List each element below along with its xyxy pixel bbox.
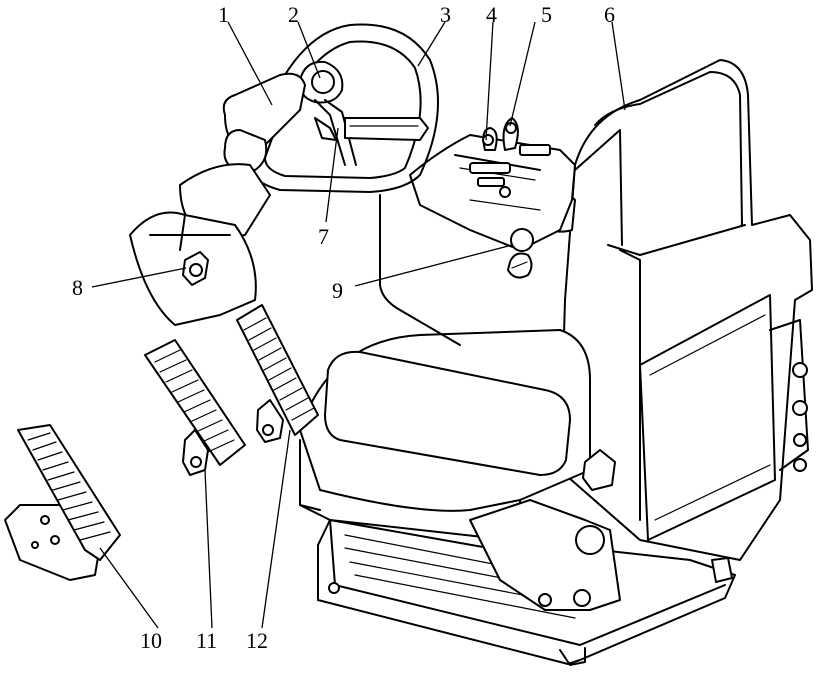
callout-5: 5 — [541, 2, 552, 27]
seat-cushion — [299, 329, 591, 551]
callout-10: 10 — [140, 628, 162, 653]
callout-labels: 1 2 3 4 5 6 7 8 9 10 11 12 — [72, 2, 615, 653]
pedal-11 — [144, 339, 246, 476]
control-console — [409, 117, 576, 279]
callout-8: 8 — [72, 275, 83, 300]
pedal-12 — [236, 304, 319, 443]
seat-backrest — [541, 59, 813, 561]
pedal-10 — [4, 424, 121, 581]
callout-11: 11 — [196, 628, 217, 653]
steering-wheel-assembly — [248, 23, 461, 346]
callout-7: 7 — [318, 224, 329, 249]
armrest-pod — [129, 72, 306, 326]
callout-3: 3 — [440, 2, 451, 27]
callout-12: 12 — [246, 628, 268, 653]
callout-9: 9 — [332, 278, 343, 303]
callout-6: 6 — [604, 2, 615, 27]
seat-side-bracket — [469, 449, 621, 611]
callout-1: 1 — [218, 2, 229, 27]
leader-lines — [91, 21, 626, 629]
callout-2: 2 — [288, 2, 299, 27]
callout-4: 4 — [486, 2, 497, 27]
